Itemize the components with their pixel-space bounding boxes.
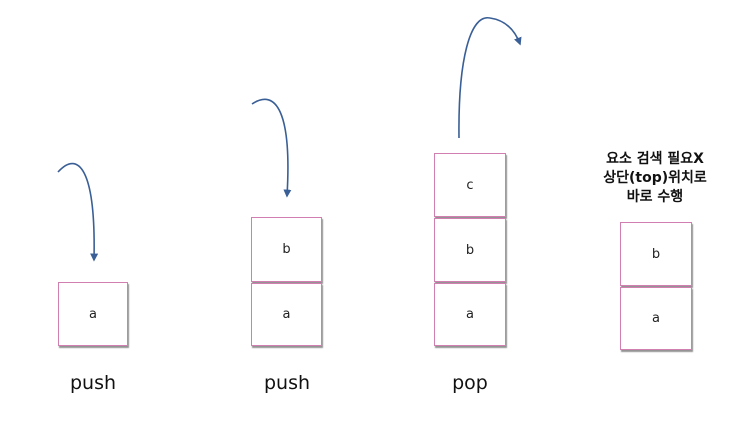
note-line-2: 상단(top)위치로 bbox=[603, 170, 707, 186]
push-arrow-2 bbox=[251, 98, 292, 198]
stack2-cell-a: a bbox=[251, 283, 322, 346]
stack2-cell-b: b bbox=[251, 217, 322, 282]
note-line-3: 바로 수행 bbox=[626, 189, 684, 205]
op-label-pop: pop bbox=[452, 372, 488, 394]
stack3-cell-b: b bbox=[434, 218, 506, 282]
stack3-cell-c: c bbox=[434, 153, 506, 217]
stack3-cell-a: a bbox=[434, 283, 506, 346]
push-arrow-1 bbox=[57, 162, 99, 262]
stack4-cell-b: b bbox=[620, 222, 692, 286]
op-label-push-1: push bbox=[69, 372, 117, 394]
stack1-cell-a: a bbox=[58, 282, 128, 346]
pop-arrow bbox=[458, 17, 522, 139]
top-access-note: 요소 검색 필요X 상단(top)위치로 바로 수행 bbox=[580, 150, 730, 207]
stack4-cell-a: a bbox=[620, 287, 692, 350]
note-line-1: 요소 검색 필요X bbox=[606, 151, 704, 167]
op-label-push-2: push bbox=[263, 372, 311, 394]
